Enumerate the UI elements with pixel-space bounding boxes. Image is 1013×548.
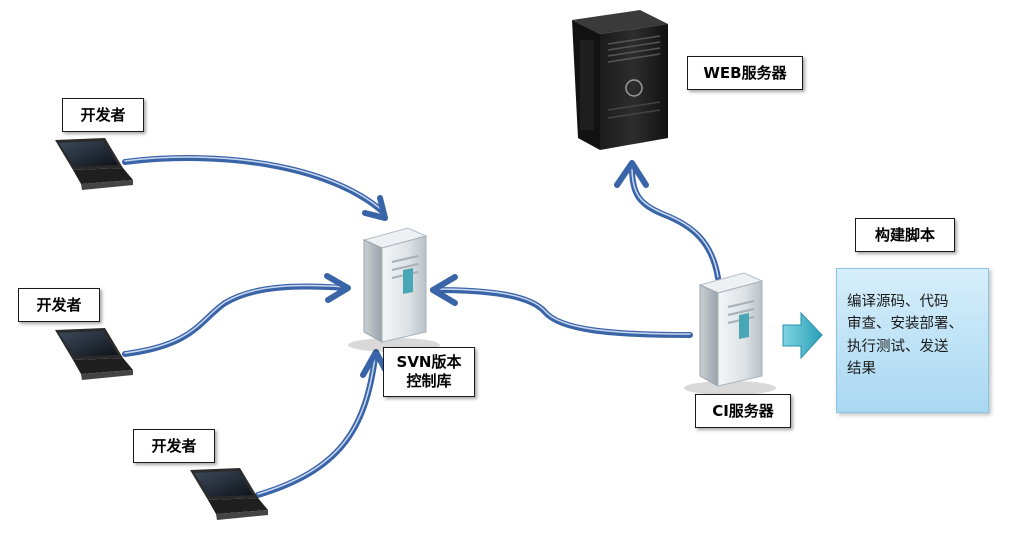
- arrow-dev1-to-svn: [122, 155, 386, 215]
- script-line-2: 审查、安装部署、: [847, 316, 963, 333]
- arrowhead-dev1: [362, 195, 388, 221]
- script-line-3: 执行测试、发送: [847, 338, 949, 355]
- build-script-box: 编译源码、代码 审查、安装部署、 执行测试、发送 结果: [836, 268, 989, 413]
- developer-2-laptop-icon: [55, 328, 133, 380]
- build-script-title: 构建脚本: [855, 218, 955, 252]
- developer-1-laptop-icon: [55, 138, 133, 190]
- arrowhead-ci-web: [614, 160, 649, 188]
- script-line-4: 结果: [847, 361, 876, 378]
- svn-label-line-1: SVN版本: [396, 353, 462, 372]
- arrow-dev3-to-svn: [255, 355, 378, 498]
- arrow-dev2-to-svn: [122, 283, 348, 357]
- arrow-ci-to-svn: [430, 287, 693, 338]
- connection-arrows: [122, 155, 721, 498]
- web-server-label: WEB服务器: [687, 56, 803, 90]
- developer-1-label: 开发者: [62, 98, 144, 132]
- developer-2-label: 开发者: [18, 288, 100, 322]
- web-server-tower-icon: [572, 10, 668, 150]
- svn-label-line-2: 控制库: [406, 372, 452, 390]
- ci-server-label: CI服务器: [695, 394, 791, 428]
- script-line-1: 编译源码、代码: [847, 294, 949, 310]
- teal-arrow-icon: [782, 311, 823, 360]
- arrowhead-dev2: [324, 273, 351, 303]
- developer-3-laptop-icon: [190, 468, 268, 520]
- arrowhead-ci-svn: [430, 274, 458, 306]
- ci-server-icon: [684, 272, 776, 395]
- svn-repo-label: SVN版本 控制库: [383, 347, 475, 397]
- developer-3-label: 开发者: [133, 429, 215, 463]
- svn-server-icon: [348, 227, 440, 352]
